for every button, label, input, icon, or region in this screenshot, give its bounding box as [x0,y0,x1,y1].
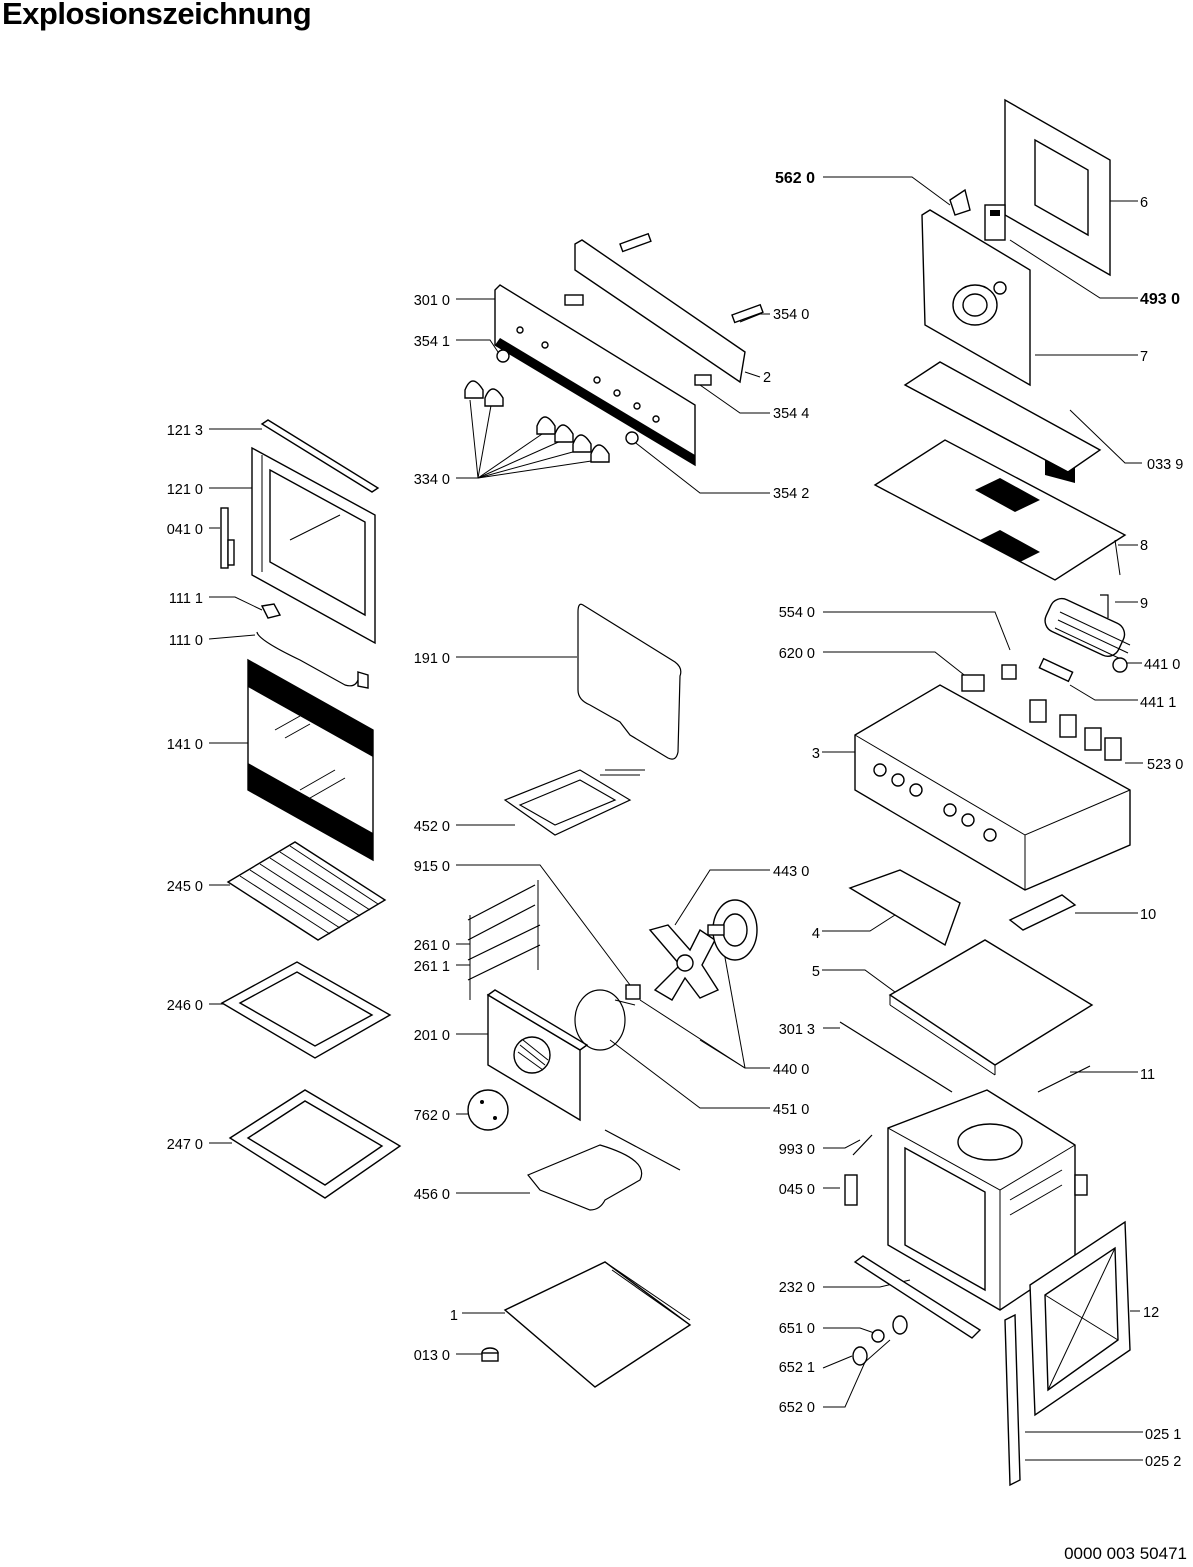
part-label: 620 0 [779,646,815,662]
leader-lines [208,176,1143,1461]
part-label: 111 1 [169,591,203,607]
part-label: 354 4 [773,406,809,422]
part-label: 247 0 [167,1137,203,1153]
part-label: 261 0 [414,938,450,954]
part-label: 5 [812,964,820,980]
page-title: Explosionszeichnung [2,0,312,31]
part-label: 246 0 [167,998,203,1014]
part-label: 493 0 [1140,291,1180,308]
document-number: 0000 003 50471 [1064,1544,1187,1563]
part-label: 232 0 [779,1280,815,1296]
part-label: 025 1 [1145,1427,1181,1443]
part-label: 4 [812,926,820,942]
part-label: 8 [1140,538,1148,554]
part-label: 1 [450,1308,458,1324]
part-label: 041 0 [167,522,203,538]
part-label: 191 0 [414,651,450,667]
part-label: 025 2 [1145,1454,1181,1470]
part-label: 354 2 [773,486,809,502]
part-label: 121 0 [167,482,203,498]
middle-column-parts [464,232,764,1388]
part-label: 301 0 [414,293,450,309]
part-label: 033 9 [1147,457,1183,473]
part-label: 523 0 [1147,757,1183,773]
part-label: 121 3 [167,423,203,439]
part-label: 261 1 [414,959,450,975]
left-column-parts [220,419,402,1199]
part-label: 562 0 [775,170,815,187]
part-label: 9 [1140,596,1148,612]
part-label: 245 0 [167,879,203,895]
part-label: 201 0 [414,1028,450,1044]
part-label: 452 0 [414,819,450,835]
part-label: 915 0 [414,859,450,875]
part-label: 652 0 [779,1400,815,1416]
part-label: 762 0 [414,1108,450,1124]
part-label: 141 0 [167,737,203,753]
part-label: 3 [812,746,820,762]
part-label: 651 0 [779,1321,815,1337]
part-label: 652 1 [779,1360,815,1376]
part-label: 441 1 [1140,695,1176,711]
part-label: 451 0 [773,1102,809,1118]
part-label: 2 [763,370,771,386]
oven-cavity [887,1089,1088,1311]
part-label: 10 [1140,907,1156,923]
part-label: 334 0 [414,472,450,488]
part-label: 013 0 [414,1348,450,1364]
part-label: 993 0 [779,1142,815,1158]
part-label: 440 0 [773,1062,809,1078]
part-label: 111 0 [169,633,203,649]
right-column-parts [839,98,1131,1487]
part-label: 354 0 [773,307,809,323]
part-label: 354 1 [414,334,450,350]
part-label: 7 [1140,349,1148,365]
part-label: 6 [1140,195,1148,211]
knob-icons [464,380,610,463]
part-label: 443 0 [773,864,809,880]
part-label: 301 3 [779,1022,815,1038]
part-label: 554 0 [779,605,815,621]
part-label: 441 0 [1144,657,1180,673]
part-label: 045 0 [779,1182,815,1198]
part-label: 456 0 [414,1187,450,1203]
part-label: 11 [1140,1067,1155,1083]
part-label: 12 [1143,1305,1159,1321]
